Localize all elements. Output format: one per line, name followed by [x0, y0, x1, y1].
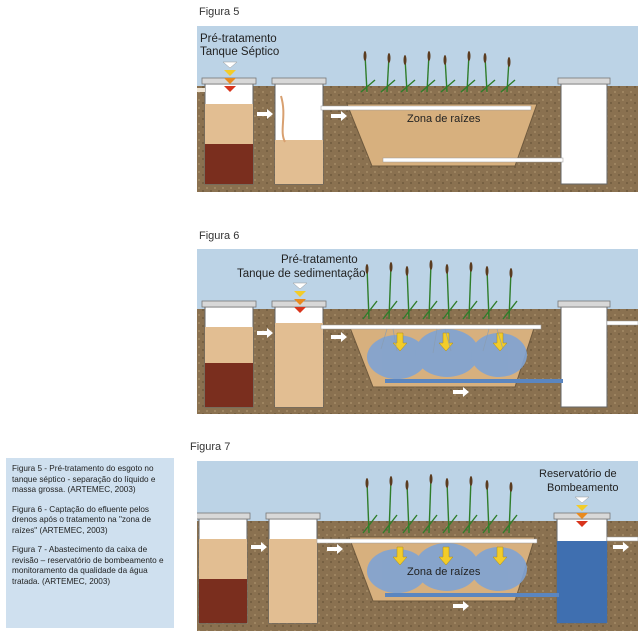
triangle-warning-icon — [222, 61, 238, 92]
pretreat-label-line1: Pré-tratamento — [200, 33, 277, 45]
drain-pipe — [382, 157, 564, 163]
figure-6-title: Figura 6 — [199, 230, 240, 242]
caption-figure-5: Figura 5 - Pré-tratamento do esgoto no t… — [12, 464, 156, 494]
septic-liquid — [205, 104, 253, 144]
figure-7-diagram: Reservatório de Bombeamento Zona de raíz… — [197, 461, 638, 631]
figure-5-diagram: Pré-tratamento Tanque Séptico Zona de ra… — [197, 26, 638, 192]
triangle-warning-icon — [292, 282, 308, 313]
triangle-warning-icon — [574, 496, 590, 527]
reservoir-tank — [560, 83, 608, 185]
figure-7-title: Figura 7 — [190, 441, 231, 453]
drain-pipe — [385, 379, 563, 383]
figure-6-diagram: Pré-tratamento Tanque de sedimentação — [197, 249, 638, 414]
reservoir-label-line1: Reservatório de — [539, 468, 617, 480]
pretreat-label-line2: Tanque de sedimentação — [237, 268, 366, 280]
pretreat-label-line1: Pré-tratamento — [281, 254, 358, 266]
inlet-pipe — [320, 105, 532, 111]
caption-box: Figura 5 - Pré-tratamento do esgoto no t… — [6, 458, 174, 628]
reed-plant-icon — [362, 476, 518, 534]
reservoir-label-line2: Bombeamento — [547, 482, 619, 494]
figure-5-title: Figura 5 — [199, 6, 240, 18]
caption-figure-7: Figura 7 - Abastecimento da caixa de rev… — [12, 545, 164, 586]
reed-plant-icon — [362, 262, 518, 320]
root-zone-bed — [346, 103, 538, 167]
sediment-liquid — [275, 140, 323, 184]
septic-sludge — [205, 144, 253, 184]
flow-arrow-icon — [251, 542, 629, 611]
pretreat-label-line2: Tanque Séptico — [200, 46, 279, 58]
caption-figure-6: Figura 6 - Captação do efluente pelos dr… — [12, 504, 152, 535]
root-zone-label: Zona de raízes — [407, 113, 481, 125]
flow-arrow-icon — [257, 109, 347, 121]
roots — [380, 328, 504, 354]
reservoir-water — [557, 541, 607, 623]
root-zone-label: Zona de raízes — [407, 566, 481, 578]
down-arrow-icon — [392, 546, 508, 566]
flow-arrow-icon — [257, 328, 469, 397]
